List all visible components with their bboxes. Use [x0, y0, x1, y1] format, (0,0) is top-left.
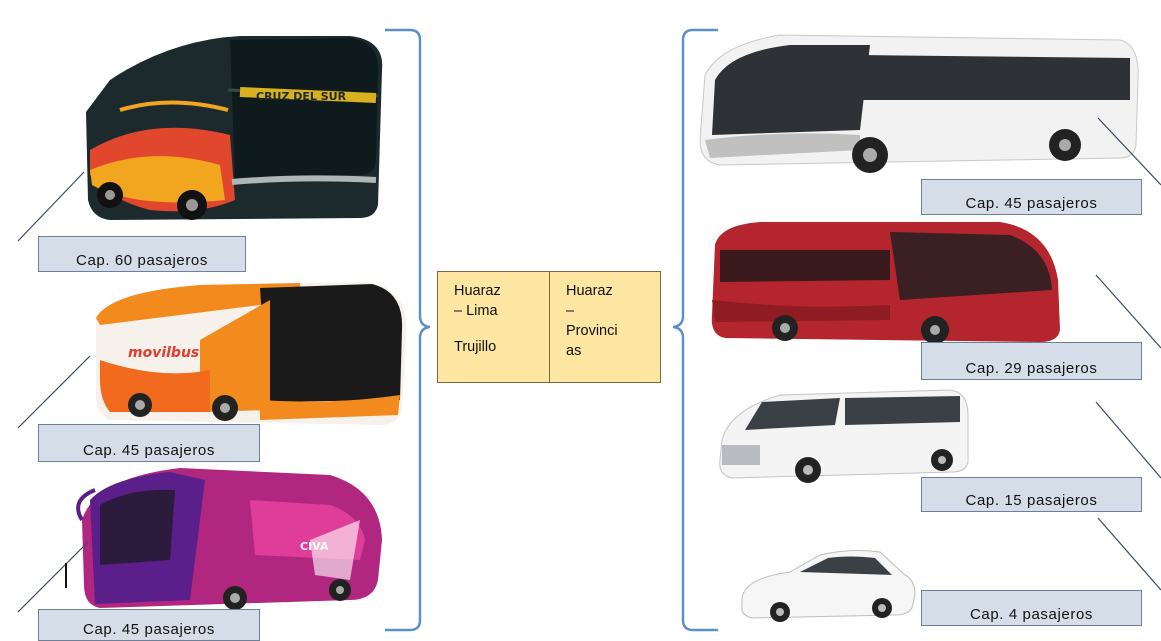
white-van-image [719, 389, 969, 483]
civa-logo: CIVA [300, 540, 329, 553]
capacity-label-van: Cap. 15 pasajeros [921, 477, 1142, 512]
route-origin: Huaraz [454, 283, 501, 299]
capacity-label-sedan: Cap. 4 pasajeros [921, 590, 1142, 626]
capacity-label-movilbus: Cap. 45 pasajeros [38, 424, 260, 462]
route-lima-trujillo: Huaraz – Lima Trujillo [438, 272, 549, 382]
route-provincias: Huaraz – Provinci as [549, 272, 660, 382]
route-origin: Huaraz [566, 283, 613, 299]
cruz-del-sur-logo: CRUZ DEL SUR [256, 90, 347, 103]
movilbus-bus-image: movilbus [96, 282, 407, 425]
movilbus-logo: movilbus [128, 345, 199, 361]
connector-lines [17, 117, 1161, 613]
route-destination-part1: Provinci [566, 323, 618, 339]
right-bracket [672, 28, 718, 632]
red-minibus-image [711, 222, 1060, 344]
capacity-label-cruz-del-sur: Cap. 60 pasajeros [38, 236, 246, 272]
capacity-label-coach: Cap. 45 pasajeros [921, 179, 1142, 215]
route-dash: – [566, 303, 575, 319]
route-destination-2: Trujillo [454, 339, 497, 355]
white-sedan-image [741, 550, 916, 622]
left-bracket [385, 28, 431, 632]
capacity-label-civa: Cap. 45 pasajeros [38, 609, 260, 641]
cruz-del-sur-bus-image: CRUZ DEL SUR [86, 36, 383, 220]
capacity-label-minibus: Cap. 29 pasajeros [921, 342, 1142, 380]
route-destination: – Lima [454, 303, 498, 319]
civa-bus-image: CIVA [76, 468, 382, 610]
white-coach-image [699, 34, 1139, 173]
route-box: Huaraz – Lima Trujillo Huaraz – Provinci… [437, 271, 661, 383]
route-destination-part2: as [566, 343, 582, 359]
